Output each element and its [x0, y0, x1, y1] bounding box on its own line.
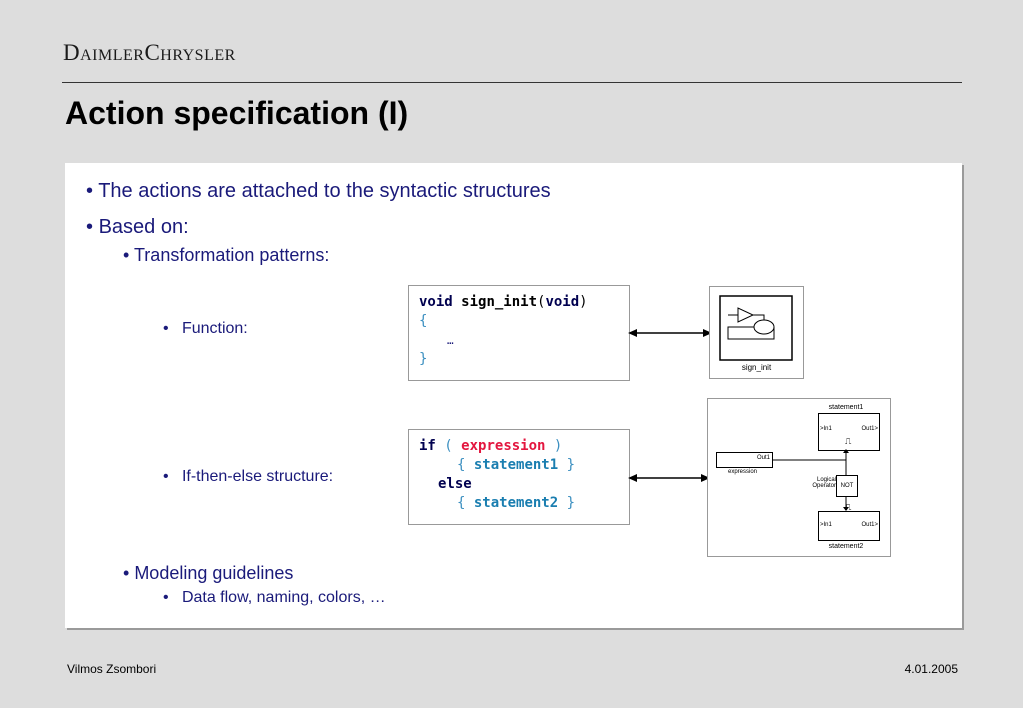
bullet-actions-attached: • The actions are attached to the syntac… — [86, 180, 551, 202]
diagram-label: sign_init — [741, 363, 772, 372]
bullet-transformation-patterns: • Transformation patterns: — [123, 245, 330, 265]
code-keyword: if — [419, 438, 436, 454]
subsystem-block-icon — [719, 295, 793, 361]
code-keyword: void — [545, 294, 580, 310]
code-line-else: else — [419, 475, 619, 494]
bullet-function: • Function: — [163, 320, 248, 337]
code-paren: ( — [444, 438, 453, 454]
bullet-if-then-else: • If-then-else structure: — [163, 468, 334, 485]
code-line-statement1: { statement1 } — [419, 456, 619, 475]
footer-date: 4.01.2005 — [904, 662, 958, 676]
bullet-text: The actions are attached to the syntacti… — [98, 180, 551, 202]
not-operator-block: NOT — [836, 475, 858, 497]
code-paren: ) — [579, 294, 588, 310]
ifelse-diagram: statement1 >In1 Out1> ⎍ >In1 Out1> ⎍ sta… — [707, 398, 891, 557]
bullet-based-on: • Based on: — [86, 216, 189, 238]
statement1-block: >In1 Out1> ⎍ — [818, 413, 880, 451]
port-label: Out1> — [861, 522, 878, 528]
sign-init-diagram: sign_init — [709, 286, 804, 379]
function-code-box: void sign_init(void) { … } — [408, 285, 630, 381]
content-panel — [65, 163, 962, 628]
code-function-name: sign_init — [461, 294, 538, 310]
enable-port-icon: ⎍ — [845, 436, 852, 446]
code-expression: expression — [461, 438, 546, 454]
statement2-label: statement2 — [828, 543, 864, 550]
code-ellipsis: … — [447, 334, 454, 347]
port-label: Out1 — [756, 455, 770, 461]
ifelse-code-box: if ( expression ) { statement1 } else { … — [408, 429, 630, 525]
company-logo: DaimlerChrysler — [63, 40, 236, 65]
bullet-text: If-then-else structure: — [181, 468, 334, 485]
code-paren: ( — [537, 294, 546, 310]
code-paren: ) — [553, 438, 563, 454]
code-keyword: else — [438, 476, 472, 492]
code-statement: statement2 — [473, 495, 559, 511]
port-label: Out1> — [861, 426, 878, 432]
bullet-text: Function: — [181, 320, 248, 337]
code-brace: } — [566, 457, 576, 473]
diagram-connections — [772, 449, 849, 511]
bullet-data-flow: • Data flow, naming, colors, … — [163, 589, 386, 606]
code-brace: } — [419, 351, 428, 367]
code-line-statement2: { statement2 } — [419, 494, 619, 513]
port-label: >In1 — [820, 522, 832, 528]
code-brace: { — [457, 495, 466, 511]
ifelse-double-arrow — [628, 474, 710, 482]
slide-title: Action specification (I) — [65, 95, 409, 131]
bullet-text: Based on: — [98, 216, 189, 238]
footer-author: Vilmos Zsombori — [67, 662, 157, 676]
bullet-modeling-guidelines: • Modeling guidelines — [123, 563, 294, 583]
expression-label: expression — [728, 469, 758, 475]
bullet-text: Data flow, naming, colors, … — [181, 589, 386, 606]
bullet-text: Modeling guidelines — [134, 563, 294, 583]
header-divider — [62, 82, 962, 83]
code-brace: { — [419, 313, 428, 329]
function-double-arrow — [628, 329, 712, 337]
code-line-if: if ( expression ) — [419, 437, 619, 456]
code-statement: statement1 — [473, 457, 559, 473]
code-line-1: void sign_init(void) — [419, 293, 619, 312]
code-keyword: void — [419, 294, 453, 310]
statement1-label: statement1 — [828, 404, 864, 411]
code-brace: } — [566, 495, 576, 511]
port-label: >In1 — [820, 426, 832, 432]
code-brace: { — [457, 457, 466, 473]
bullet-text: Transformation patterns: — [133, 245, 330, 265]
